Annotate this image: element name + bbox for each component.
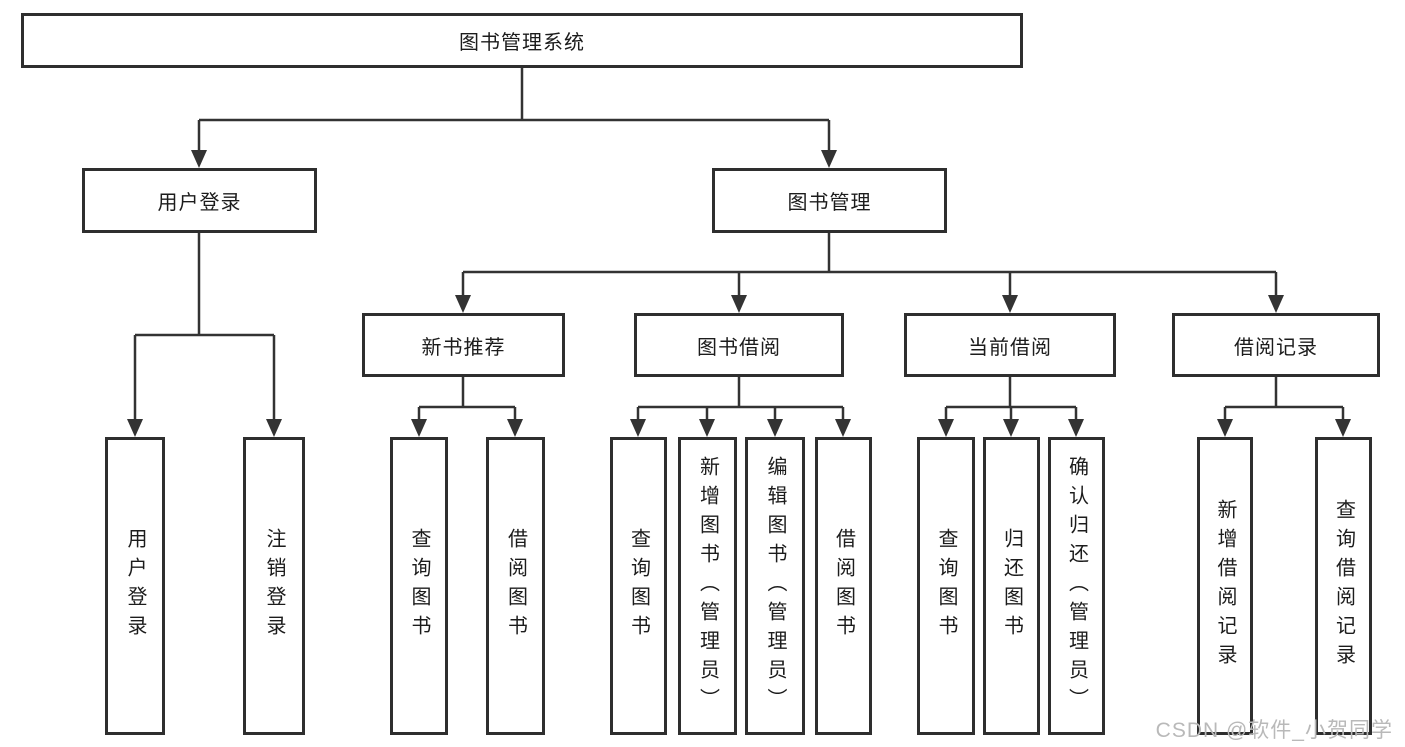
leaf-user-login: 用户登录: [105, 437, 165, 735]
connector-userlogin-to-leaves: [133, 233, 276, 425]
connector-newbook-to-leaves: [417, 377, 517, 425]
leaf-edit-books-admin: 编辑图书（管理员）: [745, 437, 805, 735]
arrowheads-userlogin-leaves: [127, 419, 282, 437]
node-new-book-recommend: 新书推荐: [362, 313, 565, 377]
leaf-newbook-query-books: 查询图书: [390, 437, 448, 735]
connector-bookborrow-to-leaves: [636, 377, 845, 425]
csdn-watermark: CSDN @软件_小贺同学: [1155, 719, 1393, 742]
connector-bookmgmt-to-level3: [461, 233, 1278, 301]
leaf-add-borrow-record: 新增借阅记录: [1197, 437, 1253, 735]
arrowheads-level3: [455, 295, 1284, 313]
connector-root-to-level2: [197, 68, 831, 156]
leaf-add-books-admin: 新增图书（管理员）: [678, 437, 737, 735]
leaf-newbook-borrow-books: 借阅图书: [486, 437, 545, 735]
leaf-logout: 注销登录: [243, 437, 305, 735]
node-book-management-branch: 图书管理: [712, 168, 947, 233]
leaf-current-query-books: 查询图书: [917, 437, 975, 735]
connector-currentborrow-to-leaves: [944, 377, 1078, 425]
arrowheads-record-leaves: [1217, 419, 1351, 437]
node-system-root: 图书管理系统: [21, 13, 1023, 68]
arrowheads-newbook-leaves: [411, 419, 523, 437]
node-borrowing-records: 借阅记录: [1172, 313, 1380, 377]
arrowheads-currentborrow-leaves: [938, 419, 1084, 437]
node-current-borrowing: 当前借阅: [904, 313, 1116, 377]
node-book-borrowing: 图书借阅: [634, 313, 844, 377]
leaf-confirm-return-admin: 确认归还（管理员）: [1048, 437, 1105, 735]
leaf-query-borrow-record: 查询借阅记录: [1315, 437, 1372, 735]
leaf-return-books: 归还图书: [983, 437, 1040, 735]
arrowheads-bookborrow-leaves: [630, 419, 851, 437]
node-user-login-branch: 用户登录: [82, 168, 317, 233]
arrowheads-level2: [191, 150, 837, 168]
connector-record-to-leaves: [1223, 377, 1345, 425]
leaf-borrow-query-books: 查询图书: [610, 437, 667, 735]
leaf-borrow-borrow-books: 借阅图书: [815, 437, 872, 735]
